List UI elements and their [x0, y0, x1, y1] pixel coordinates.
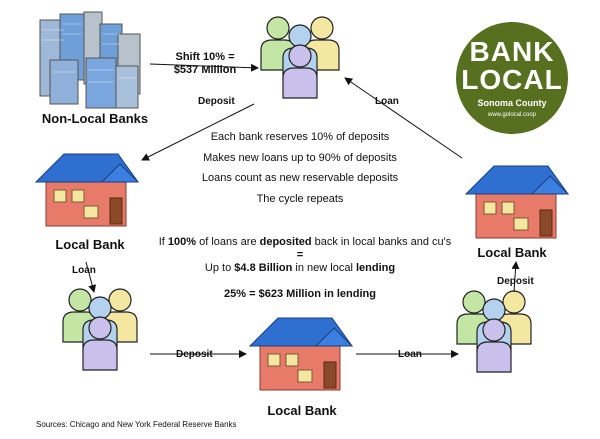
cycle-rule-2: Makes new loans up to 90% of deposits — [203, 152, 397, 164]
deposit-label-right: Deposit — [497, 276, 534, 287]
local-bank-left-house-icon — [35, 153, 139, 227]
summary-text: Up to — [204, 262, 235, 274]
summary-line-2: Up to $4.8 Billion in new local lending — [140, 262, 460, 274]
cycle-rule-3: Loans count as new reservable deposits — [201, 172, 399, 184]
local-bank-bottom-label: Local Bank — [267, 403, 337, 418]
summary-bold: $4.8 Billion — [234, 262, 293, 274]
shift-label-line2: $537 Million — [173, 64, 237, 76]
local-bank-bottom-house-icon — [249, 317, 353, 391]
summary-bold: deposited — [259, 236, 312, 248]
bank-local-logo: BANK LOCAL Sonoma County www.golocal.coo… — [456, 22, 568, 134]
summary-line-1: If 100% of loans are deposited back in l… — [140, 236, 470, 248]
non-local-banks-label: Non-Local Banks — [41, 111, 149, 126]
non-local-banks-buildings-icon — [39, 11, 141, 109]
loan-label-left: Loan — [72, 265, 96, 276]
people-group-right-icon — [456, 290, 532, 373]
sources-footnote: Sources: Chicago and New York Federal Re… — [36, 420, 237, 429]
deposit-label-bottom: Deposit — [176, 349, 213, 360]
summary-text: of loans are — [196, 236, 260, 248]
shift-label: Shift 10% = $537 Million — [160, 51, 250, 77]
summary-text: If — [158, 236, 168, 248]
summary-equals: = — [296, 249, 304, 261]
loan-label-bottom: Loan — [398, 349, 422, 360]
summary-text: in new local — [292, 262, 356, 274]
summary-line-3: 25% = $623 Million in lending — [224, 288, 376, 300]
flow-arrows — [85, 63, 520, 358]
cycle-rule-4: The cycle repeats — [256, 193, 344, 205]
logo-line1: BANK — [469, 36, 555, 67]
summary-bold: lending — [355, 262, 396, 274]
summary-bold: 100% — [167, 236, 197, 248]
people-group-top-icon — [260, 16, 340, 99]
logo-line4: www.golocal.coop — [487, 112, 537, 118]
logo-line3: Sonoma County — [477, 98, 547, 108]
loan-label-top: Loan — [375, 96, 399, 107]
shift-label-line1: Shift 10% = — [175, 51, 235, 63]
local-bank-right-label: Local Bank — [477, 245, 547, 260]
cycle-rule-1: Each bank reserves 10% of deposits — [210, 131, 390, 143]
people-group-left-icon — [62, 288, 138, 371]
logo-line2: LOCAL — [461, 64, 563, 95]
local-bank-right-house-icon — [465, 165, 569, 239]
summary-text: back in local banks and cu's — [311, 236, 452, 248]
deposit-label-top: Deposit — [198, 96, 235, 107]
local-bank-left-label: Local Bank — [55, 237, 125, 252]
